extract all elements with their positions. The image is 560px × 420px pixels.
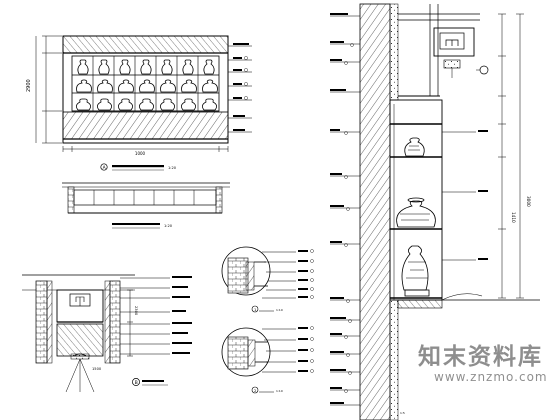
elevation-callout-a: A xyxy=(103,165,106,171)
section-callout-b: B xyxy=(135,380,138,386)
detail-2-scale: 1:10 xyxy=(276,389,283,393)
watermark-logo-text: 知末资料库 xyxy=(418,344,543,370)
cabinet-plan: 1:20 xyxy=(62,182,230,229)
dim-plan-width: 1500 xyxy=(92,367,102,371)
plan-scale: 1:20 xyxy=(164,224,173,228)
detail-2: 2 1:10 xyxy=(221,326,314,394)
elevation-scale: 1:20 xyxy=(168,166,177,170)
watermark-url: www.znzmo.com xyxy=(434,370,548,384)
wall-section-b: 2300 1500 B xyxy=(22,274,192,393)
detail-1: 1 1:10 xyxy=(221,246,314,313)
urn-small xyxy=(404,137,425,157)
vase-row-middle xyxy=(76,79,218,93)
vase-row-bottom xyxy=(76,98,217,111)
dim-elevation-height: 2900 xyxy=(26,79,32,92)
display-cabinet-section: 3000 1410 xyxy=(330,3,540,420)
detail-1-scale: 1:10 xyxy=(276,308,283,312)
section-scale: 1:5 xyxy=(400,411,405,415)
detail-callout-2: 2 xyxy=(254,388,257,393)
dim-plan-sill: 2300 xyxy=(134,306,138,316)
cabinet-elevation: 2900 1000 xyxy=(26,35,252,171)
dim-shelf-span: 1000 xyxy=(135,151,146,156)
vase-tall xyxy=(401,245,430,297)
dim-section-height: 3000 xyxy=(526,196,531,207)
detail-callout-1: 1 xyxy=(254,307,257,312)
vase-row-top xyxy=(77,59,215,75)
urn-large xyxy=(396,197,436,228)
dim-section-total: 1410 xyxy=(511,212,516,223)
